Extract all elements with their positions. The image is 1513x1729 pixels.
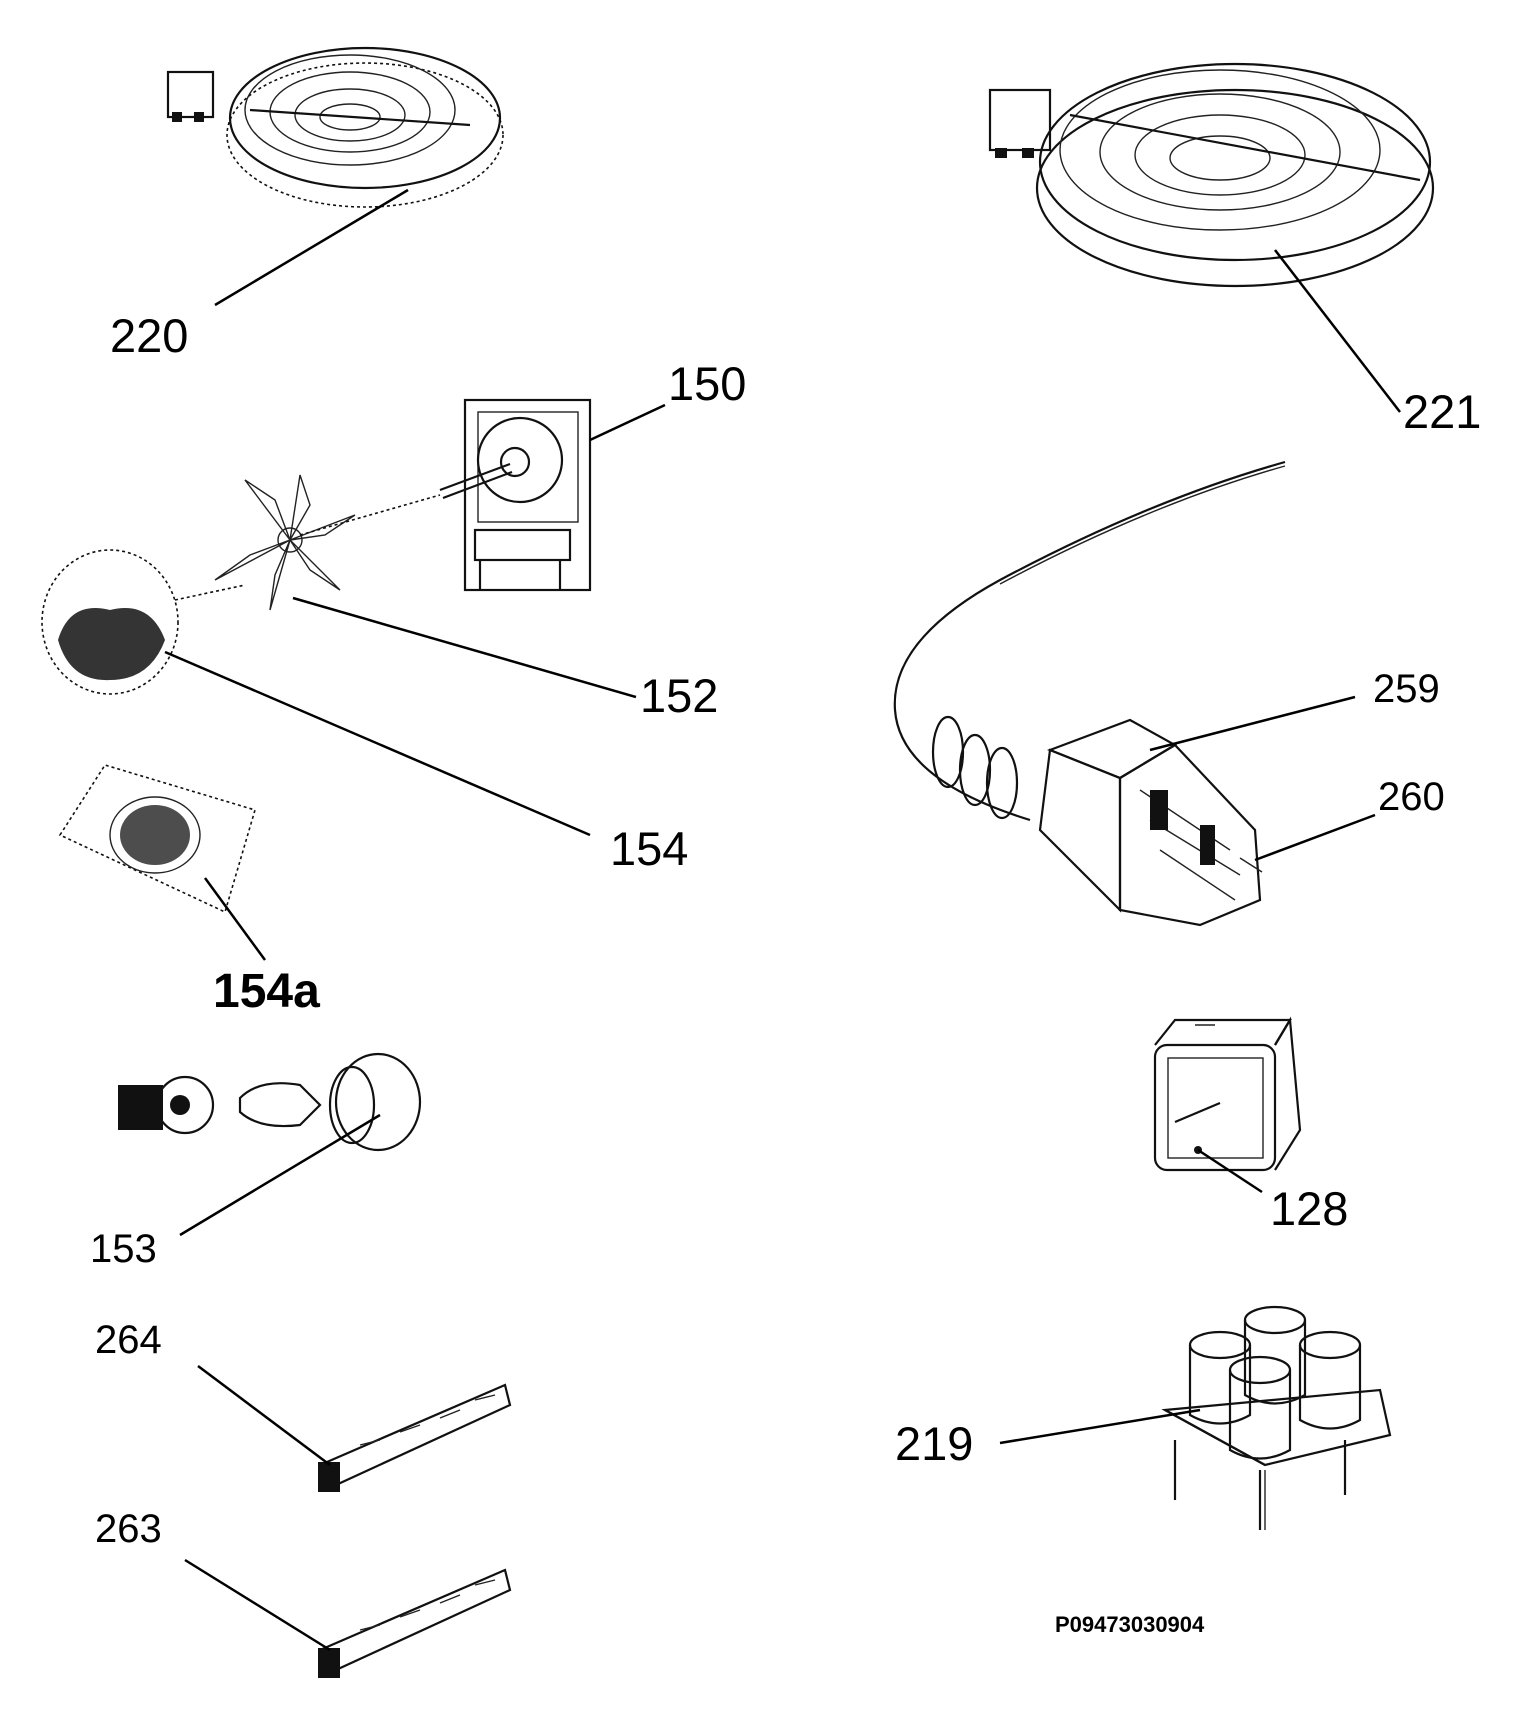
leader-263 [184, 1558, 331, 1652]
leader-219 [999, 1408, 1201, 1445]
part-label-260: 260 [1378, 775, 1445, 819]
leader-260 [1254, 813, 1376, 862]
leader-150 [589, 403, 666, 442]
leader-154a [203, 877, 267, 961]
part-label-221: 221 [1403, 385, 1481, 438]
part-259-selector-switch[interactable] [1038, 718, 1262, 927]
leader-152 [292, 596, 637, 699]
part-label-154: 154 [610, 822, 688, 875]
leader-221 [1274, 249, 1401, 413]
part-label-152: 152 [640, 669, 718, 722]
leader-128 [1197, 1148, 1263, 1194]
part-152-fan-blade[interactable] [214, 474, 441, 611]
part-label-220: 220 [110, 309, 188, 362]
diagram-code: P09473030904 [1055, 1612, 1205, 1637]
part-label-154a: 154a [213, 965, 320, 1018]
part-label-264: 264 [95, 1318, 162, 1362]
leader-259 [1149, 695, 1356, 752]
part-264-hob-switch[interactable] [318, 1383, 512, 1492]
leader-264 [197, 1365, 331, 1466]
leader-154 [164, 650, 591, 837]
part-154-round-filter[interactable] [41, 549, 246, 695]
part-label-219: 219 [895, 1417, 973, 1470]
part-263-hob-switch[interactable] [318, 1568, 512, 1678]
leader-153 [179, 1113, 381, 1237]
part-label-128: 128 [1270, 1182, 1348, 1235]
part-label-259: 259 [1373, 667, 1440, 711]
part-label-263: 263 [95, 1507, 162, 1551]
part-label-153: 153 [90, 1227, 157, 1271]
part-260-thermostat[interactable] [893, 460, 1286, 873]
part-150-fan-motor[interactable] [439, 398, 592, 592]
part-219-capacitor-block[interactable] [1161, 1305, 1392, 1530]
part-128-timer[interactable] [1153, 1016, 1302, 1172]
part-154a-rectangular-filter[interactable] [58, 764, 256, 914]
part-label-150: 150 [668, 357, 746, 410]
leader-220 [214, 188, 409, 307]
part-153-oven-lamp[interactable] [118, 1052, 422, 1152]
part-221-radiant-element[interactable] [988, 62, 1435, 288]
part-220-radiant-element[interactable] [166, 46, 504, 208]
